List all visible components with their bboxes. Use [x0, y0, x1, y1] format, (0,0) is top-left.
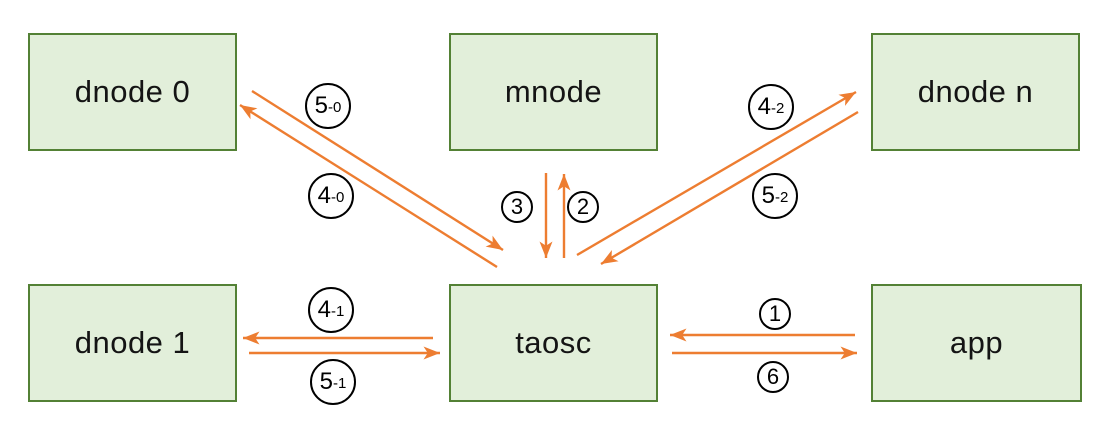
- node-mnode-label: mnode: [504, 74, 603, 109]
- badge-suffix: -0: [331, 188, 345, 206]
- arrow-taosc-to-dnode0: [239, 103, 498, 269]
- node-mnode: mnode: [449, 33, 658, 151]
- node-dnode1: dnode 1: [28, 284, 237, 402]
- node-dnoden: dnode n: [871, 33, 1080, 151]
- badge-main: 5: [319, 368, 333, 395]
- flow-badge-5-1: 5-1: [310, 359, 356, 405]
- node-dnoden-label: dnode n: [917, 74, 1034, 109]
- badge-main: 2: [576, 194, 590, 219]
- node-dnode1-label: dnode 1: [74, 325, 191, 360]
- badge-main: 5: [314, 92, 328, 119]
- badge-suffix: -2: [771, 99, 785, 117]
- badge-main: 4: [757, 93, 771, 120]
- badge-suffix: -2: [775, 188, 789, 206]
- node-app: app: [871, 284, 1082, 402]
- flow-badge-4-1: 4-1: [308, 287, 354, 333]
- badge-main: 1: [768, 301, 782, 326]
- badge-main: 6: [766, 364, 780, 389]
- node-app-label: app: [949, 325, 1004, 360]
- node-taosc-label: taosc: [515, 325, 592, 360]
- flow-badge-2: 2: [567, 191, 599, 223]
- node-dnode0: dnode 0: [28, 33, 237, 151]
- flow-badge-5-2: 5-2: [752, 173, 798, 219]
- flow-badge-1: 1: [759, 298, 791, 330]
- flow-badge-3: 3: [501, 191, 533, 223]
- badge-suffix: -1: [331, 302, 345, 320]
- flow-badge-4-2: 4-2: [748, 84, 794, 130]
- badge-main: 5: [761, 182, 775, 209]
- node-dnode0-label: dnode 0: [74, 74, 191, 109]
- badge-main: 4: [317, 296, 331, 323]
- arrow-dnoden-to-taosc: [600, 110, 859, 266]
- flow-badge-5-0: 5-0: [305, 83, 351, 129]
- badge-suffix: -0: [328, 98, 342, 116]
- node-taosc: taosc: [449, 284, 658, 402]
- arrow-dnode0-to-taosc: [251, 89, 504, 252]
- badge-suffix: -1: [333, 374, 347, 392]
- flow-badge-4-0: 4-0: [308, 173, 354, 219]
- flow-badge-6: 6: [757, 361, 789, 393]
- badge-main: 3: [510, 194, 524, 219]
- badge-main: 4: [317, 182, 331, 209]
- arrow-taosc-to-dnoden: [576, 90, 857, 257]
